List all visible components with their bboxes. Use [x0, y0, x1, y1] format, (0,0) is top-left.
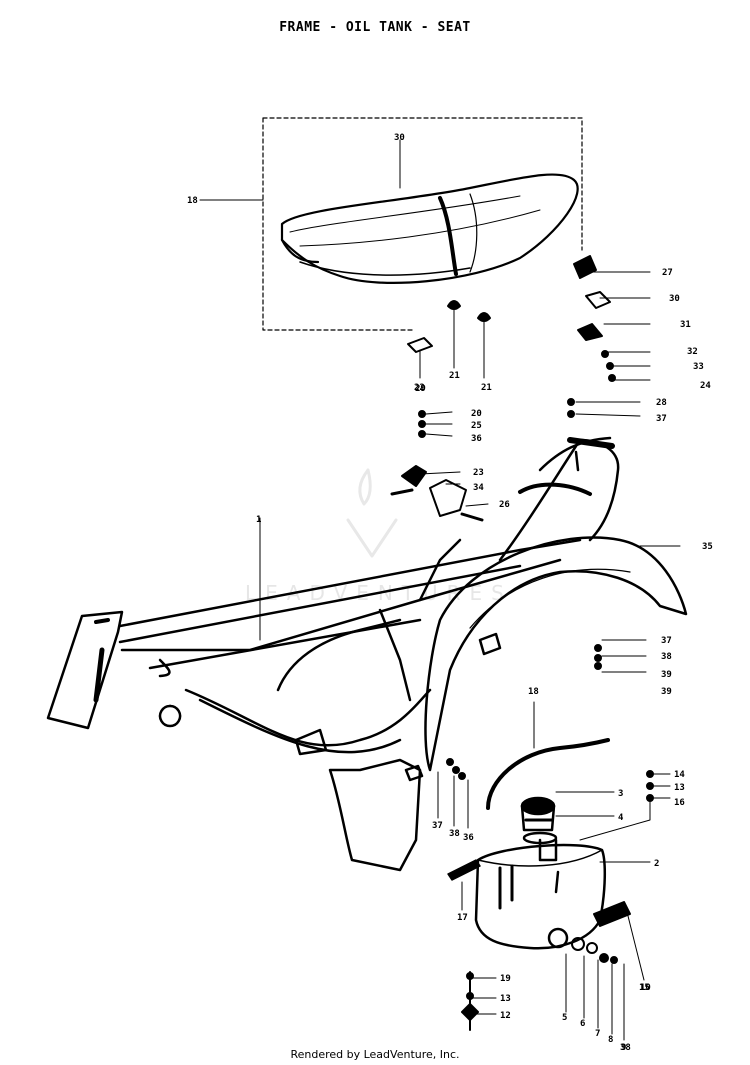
callout-label: 39 [661, 670, 672, 680]
seat-assembly-box [262, 117, 583, 331]
render-credit: Rendered by LeadVenture, Inc. [290, 1048, 460, 1061]
callout-label: 19 [500, 974, 511, 984]
callout-label: 27 [662, 268, 673, 278]
callout-label: 18 [528, 687, 539, 697]
callout-label: 3 [618, 789, 623, 799]
callout-label: 28 [656, 398, 667, 408]
callout-label: 33 [693, 362, 704, 372]
callout-label: 37 [661, 636, 672, 646]
callout-label: 23 [473, 468, 484, 478]
frame-hardware-upper [390, 398, 575, 522]
callout-label: 21 [449, 371, 460, 381]
callout-label: 12 [500, 1011, 511, 1021]
seat [280, 173, 579, 284]
callout-label: 5 [562, 1013, 567, 1023]
tank-hardware [461, 770, 654, 1031]
callout-label: 1 [256, 515, 261, 525]
callout-label: 22 [414, 383, 425, 393]
callout-label: 32 [687, 347, 698, 357]
callout-label: 36 [471, 434, 482, 444]
seat-hardware [407, 255, 616, 382]
callout-label: 21 [481, 383, 492, 393]
callout-label: 37 [432, 821, 443, 831]
callout-label: 20 [471, 409, 482, 419]
callout-label: 18 [187, 196, 198, 206]
callout-label: 30 [669, 294, 680, 304]
callout-label: 25 [471, 421, 482, 431]
callout-label: 38 [661, 652, 672, 662]
fender-hardware [446, 644, 602, 780]
watermark-logo [346, 468, 398, 558]
callout-label: 29 [415, 384, 426, 394]
frame [46, 436, 620, 872]
breather-hose [486, 738, 610, 810]
callout-label: 38 [449, 829, 460, 839]
callout-label: 39 [661, 687, 672, 697]
callout-label: 9 [621, 1043, 626, 1053]
callout-label: 16 [674, 798, 685, 808]
callout-label: 7 [595, 1029, 600, 1039]
rear-fender [424, 536, 688, 772]
callout-label: 34 [473, 483, 484, 493]
callout-labels: 18 30 27 30 31 32 33 24 29 21 21 20 25 3… [187, 133, 713, 1053]
hose-clamp [447, 859, 481, 881]
callout-label: 10 [640, 983, 651, 993]
callout-label: 13 [500, 994, 511, 1004]
callout-label: 36 [463, 833, 474, 843]
callout-label: 15 [639, 983, 650, 993]
diagram-title: FRAME - OIL TANK - SEAT [279, 20, 471, 35]
callout-label: 30 [394, 133, 405, 143]
callout-label: 31 [680, 320, 691, 330]
callout-label: 38 [620, 1043, 631, 1053]
callout-label: 17 [457, 913, 468, 923]
callout-label: 14 [674, 770, 685, 780]
callout-label: 2 [654, 859, 659, 869]
callout-label: 37 [656, 414, 667, 424]
callout-label: 35 [702, 542, 713, 552]
callout-label: 4 [618, 813, 624, 823]
callout-label: 13 [674, 783, 685, 793]
callout-label: 6 [580, 1019, 585, 1029]
callout-label: 24 [700, 381, 711, 391]
leader-lines [199, 139, 681, 1041]
oil-tank [474, 796, 607, 950]
callout-label: 8 [608, 1035, 613, 1045]
callout-label: 26 [499, 500, 510, 510]
